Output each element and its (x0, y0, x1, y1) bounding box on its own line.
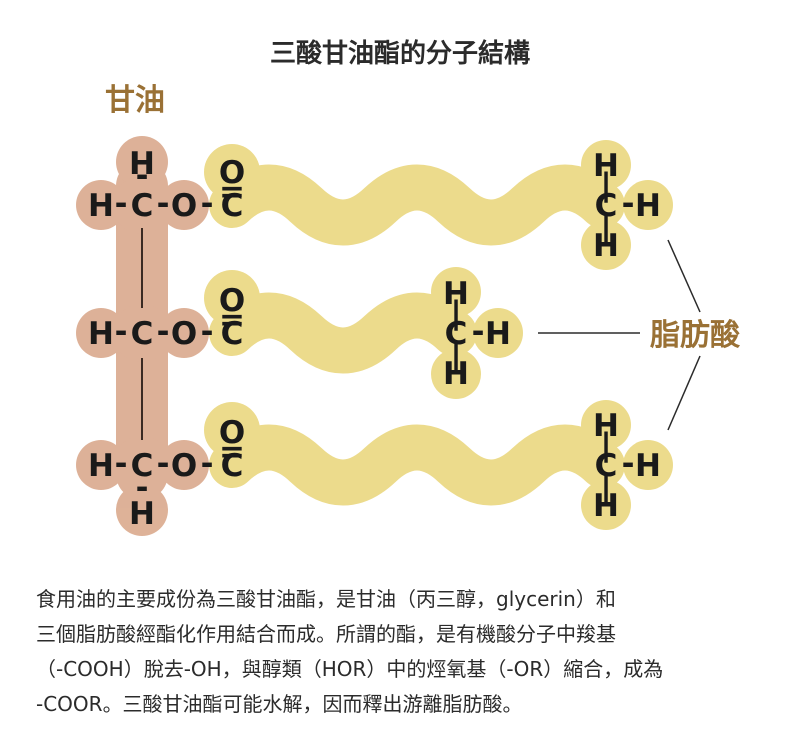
methyl-c-chain1: C (595, 188, 618, 224)
chain-2-methyl-bead-right (473, 308, 523, 358)
atom-c-row3: C (131, 448, 154, 484)
connector-chain-3 (667, 355, 701, 431)
methyl-bond-bottom-chain1: | (600, 210, 611, 246)
glycerol-bead-row2-left (76, 308, 126, 358)
chain-3-methyl-bead-bottom (581, 480, 631, 530)
atom-c-row1: C (131, 188, 154, 224)
atom-h-bottom: H (129, 496, 155, 532)
glycerol-backbone (76, 136, 209, 536)
chain-1-methyl-bead-bottom (581, 220, 631, 270)
atom-o-row3: O (171, 448, 197, 484)
chain-3-carbonyl-bead (204, 402, 260, 458)
atom-h-row1: H (88, 188, 114, 224)
glycerol-bead-row2 (113, 304, 171, 362)
glycerol-bead-row3-right (159, 440, 209, 490)
atom-o-row2: O (171, 316, 197, 352)
glycerol-bead-top (116, 136, 168, 188)
fatty-acid-chain-2 (209, 292, 477, 374)
description-line-2: 三個脂肪酸經酯化作用結合而成。所謂的酯，是有機酸分子中羧基 (36, 622, 616, 646)
methyl-h-right-chain3: H (635, 448, 661, 484)
description-line-1: 食用油的主要成份為三酸甘油酯，是甘油（丙三醇，glycerin）和 (36, 587, 616, 611)
bond-oc-row1: - (201, 186, 214, 222)
chain-3-methyl-bead-top (581, 400, 631, 450)
atom-h-row2: H (88, 316, 114, 352)
bond-h-top: - (136, 158, 149, 194)
atom-carbonyl-o-row1: O (219, 155, 245, 191)
bond-co-row3: - (157, 446, 170, 482)
description-paragraph: 食用油的主要成份為三酸甘油酯，是甘油（丙三醇，glycerin）和 三個脂肪酸經… (36, 582, 776, 722)
glycerol-bead-row1 (113, 176, 171, 234)
chain-2-carbonyl-bead (204, 270, 260, 326)
glycerol-bead-row1-left (76, 180, 126, 230)
triglyceride-diagram: 三酸甘油酯的分子結構 甘油 (76, 38, 741, 536)
glycerol-label: 甘油 (105, 83, 165, 118)
methyl-bond-right-chain1: - (622, 186, 635, 222)
atom-ester-c-row2: C (221, 316, 244, 352)
bond-hc-row3: - (115, 446, 128, 482)
bond-co-row1: - (157, 186, 170, 222)
methyl-bond-bottom-chain2: | (450, 338, 461, 374)
atom-o-row1: O (171, 188, 197, 224)
chain-1-methyl-bead-top (581, 140, 631, 190)
methyl-h-bottom-chain3: H (593, 488, 619, 524)
atom-c-row2: C (131, 316, 154, 352)
bond-hc-row2: - (115, 314, 128, 350)
chain-2-methyl-bead-top (431, 267, 481, 317)
fatty-acid-chains (204, 140, 673, 530)
methyl-h-right-chain2: H (485, 316, 511, 352)
chain-1-methyl-bead-right (623, 180, 673, 230)
atom-labels: H-H-H-C-O-CO=H-C-O-CO=H-C-O-CO=H|C-H|HH|… (88, 146, 661, 532)
methyl-c-chain3: C (595, 448, 618, 484)
description-line-4: -COOR。三酸甘油酯可能水解，因而釋出游離脂肪酸。 (36, 692, 523, 716)
bond-hc-row1: - (115, 186, 128, 222)
bond-oc-row2: - (201, 314, 214, 350)
connector-chain-1 (667, 239, 701, 313)
fatty-acid-chain-1 (209, 164, 625, 246)
bond-double-row3: = (219, 434, 245, 470)
methyl-h-right-chain1: H (635, 188, 661, 224)
atom-carbonyl-o-row2: O (219, 283, 245, 319)
glycerol-bead-row3-left (76, 440, 126, 490)
glycerol-bead-bottom (116, 484, 168, 536)
methyl-bond-bottom-chain3: | (600, 470, 611, 506)
atom-h-row3: H (88, 448, 114, 484)
glycerol-bead-row1-right (159, 180, 209, 230)
methyl-bond-top-chain1: | (600, 167, 611, 203)
description-line-3: （-COOH）脫去-OH，與醇類（HOR）中的烴氧基（-OR）縮合，成為 (36, 657, 664, 681)
bond-double-row1: = (219, 174, 245, 210)
methyl-bond-top-chain2: | (450, 295, 461, 331)
bond-h-bottom: - (136, 470, 149, 506)
bond-oc-row3: - (201, 446, 214, 482)
methyl-h-top-chain2: H (443, 276, 469, 312)
glycerol-bead-row2-right (159, 308, 209, 358)
chain-2-methyl-bead-bottom (431, 349, 481, 399)
fatty-acid-label: 脂肪酸 (650, 318, 741, 353)
methyl-c-chain2: C (445, 316, 468, 352)
atom-ester-c-row3: C (221, 448, 244, 484)
methyl-bond-right-chain3: - (622, 446, 635, 482)
diagram-title: 三酸甘油酯的分子結構 (270, 38, 530, 69)
methyl-h-top-chain1: H (593, 148, 619, 184)
methyl-bond-top-chain3: | (600, 427, 611, 463)
glycerol-bead-row3 (113, 436, 171, 494)
chain-1-carbonyl-bead (204, 144, 260, 200)
atom-h-top: H (129, 146, 155, 182)
atom-ester-c-row1: C (221, 188, 244, 224)
methyl-bond-right-chain2: - (472, 314, 485, 350)
fatty-acid-chain-3 (209, 424, 625, 506)
chain-3-methyl-bead-right (623, 440, 673, 490)
methyl-h-bottom-chain1: H (593, 228, 619, 264)
bond-double-row2: = (219, 302, 245, 338)
atom-carbonyl-o-row3: O (219, 415, 245, 451)
methyl-h-bottom-chain2: H (443, 356, 469, 392)
methyl-h-top-chain3: H (593, 408, 619, 444)
bond-co-row2: - (157, 314, 170, 350)
